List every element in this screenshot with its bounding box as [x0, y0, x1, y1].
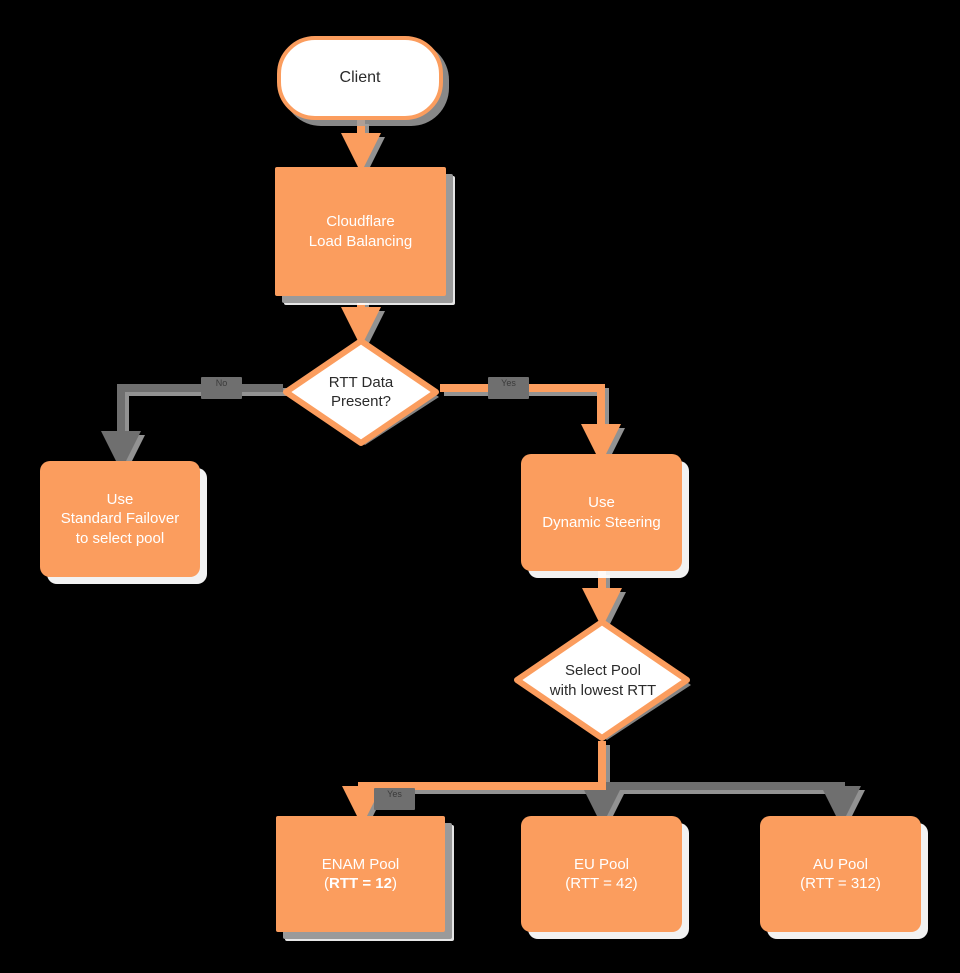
node-rtt-data-present-label: RTT Data Present? — [328, 373, 394, 411]
edge-label-enam-pick: Yes — [374, 788, 415, 810]
decision-diamond-shape — [283, 338, 439, 446]
node-eu-pool-label: EU Pool (RTT = 42) — [565, 855, 638, 892]
node-dynamic-steering[interactable]: Use Dynamic Steering — [521, 454, 682, 571]
node-enam-pool-label: ENAM Pool (RTT = 12) — [321, 855, 400, 892]
node-cloudflare-load-balancing[interactable]: Cloudflare Load Balancing — [275, 167, 446, 296]
node-cloudflare-load-balancing-label: Cloudflare Load Balancing — [308, 213, 413, 250]
node-enam-pool[interactable]: ENAM Pool (RTT = 12) — [276, 816, 445, 932]
node-eu-pool[interactable]: EU Pool (RTT = 42) — [521, 816, 682, 932]
node-au-pool-label: AU Pool (RTT = 312) — [800, 855, 881, 892]
node-au-pool[interactable]: AU Pool (RTT = 312) — [760, 816, 921, 932]
node-select-pool-lowest-rtt-label: Select Pool with lowest RTT — [549, 662, 657, 699]
edge-label-yes: Yes — [488, 377, 529, 399]
node-select-pool-lowest-rtt[interactable]: Select Pool with lowest RTT — [512, 618, 694, 743]
node-client[interactable]: Client — [277, 36, 443, 120]
decision-diamond-shape-2 — [514, 619, 691, 741]
node-rtt-data-present[interactable]: RTT Data Present? — [281, 337, 441, 447]
edge-pool-au — [602, 782, 861, 826]
node-dynamic-steering-label: Use Dynamic Steering — [542, 494, 661, 531]
edge-label-no: No — [201, 377, 242, 399]
node-standard-failover[interactable]: Use Standard Failover to select pool — [40, 461, 200, 577]
node-standard-failover-label: Use Standard Failover to select pool — [60, 491, 180, 547]
node-enam-pool-rtt: (RTT = 12) — [324, 875, 397, 892]
node-client-label: Client — [339, 68, 381, 86]
